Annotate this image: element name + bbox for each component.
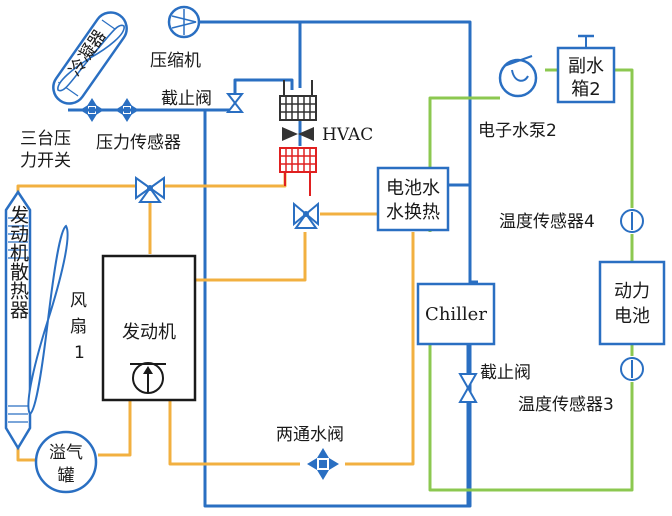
- three-stage-pressure-switch: 三台压 力开关: [20, 98, 104, 171]
- coolant-line-pump-to-tank: [98, 400, 132, 457]
- hvac-unit: HVAC: [279, 80, 373, 196]
- battery-heat-exchanger-box: [376, 166, 450, 232]
- chiller-box: [416, 282, 496, 346]
- shutoff-valve-top-label: 截止阀: [161, 89, 212, 109]
- compressor: 压缩机: [150, 5, 201, 71]
- chiller-label: Chiller: [425, 304, 487, 325]
- pressure-switch-icon: [80, 98, 104, 122]
- refrigerant-loop: [68, 20, 478, 508]
- shutoff-valve-top: 截止阀: [161, 89, 245, 113]
- power-battery-label-line1: 动力: [614, 281, 650, 302]
- condenser: 冷凝器: [52, 11, 128, 105]
- overflow-tank-label-line2: 罐: [58, 466, 75, 486]
- engine-radiator: 发动机散热器: [4, 189, 32, 451]
- fan-1-label-line3: 1: [74, 343, 85, 363]
- pressure-sensor-icon: [115, 98, 139, 122]
- fan-1-icon: [27, 224, 69, 416]
- three-way-valve-hvac: [293, 201, 319, 229]
- shutoff-valve-top-icon: [225, 93, 245, 113]
- three-way-valve-top: [135, 176, 165, 203]
- temperature-sensor-3: 温度传感器3: [518, 357, 644, 415]
- engine: 发动机: [101, 254, 197, 402]
- battery-heat-exchanger-label-line2: 水换热: [386, 202, 440, 223]
- pressure-sensor: 压力传感器: [96, 98, 181, 153]
- overflow-tank: 溢气 罐: [34, 430, 98, 494]
- power-battery-box: [598, 260, 666, 346]
- pressure-switch-label-line2: 力开关: [20, 151, 71, 171]
- pressure-sensor-label: 压力传感器: [96, 133, 181, 153]
- temperature-sensor-4-label: 温度传感器4: [499, 212, 595, 232]
- shutoff-valve-bottom: 截止阀: [458, 363, 531, 403]
- aux-water-tank-2-box: [556, 46, 616, 104]
- three-way-valve-top-icon: [135, 176, 152, 200]
- pressure-switch-label-line1: 三台压: [20, 129, 71, 149]
- refrigerant-line-valve: [68, 78, 294, 112]
- overflow-tank-label-line1: 溢气: [49, 443, 83, 463]
- coolant-line-hx-to-two-way: [345, 232, 415, 466]
- battery-line-tank-to-sensor4: [612, 68, 634, 208]
- two-way-water-valve-icon: [307, 448, 339, 480]
- power-battery-label-line2: 电池: [614, 306, 650, 327]
- hvac-heater-core-icon: [279, 147, 317, 196]
- battery-heat-exchanger-label-line1: 电池水: [386, 178, 440, 199]
- engine-label: 发动机: [122, 322, 176, 343]
- electric-pump-2-label: 电子水泵2: [478, 121, 557, 141]
- coolant-line-top: [16, 184, 135, 192]
- two-way-water-valve: 两通水阀: [276, 425, 344, 480]
- hvac-label: HVAC: [322, 125, 373, 145]
- two-way-water-valve-label: 两通水阀: [276, 425, 344, 445]
- aux-water-tank-2-label-line1: 副水: [568, 56, 604, 77]
- fan-1-label-line1: 风: [70, 291, 87, 311]
- hvac-blower-icon: [282, 127, 314, 141]
- compressor-label: 压缩机: [150, 51, 201, 71]
- power-battery: 动力 电池: [598, 260, 666, 346]
- electric-pump-2: 电子水泵2: [478, 55, 557, 141]
- temperature-sensor-4: 温度传感器4: [499, 209, 644, 233]
- three-way-valve-hvac-icon: [293, 201, 308, 227]
- coolant-line-engine-to-valve: [195, 232, 307, 282]
- coolant-line-bottom: [168, 400, 300, 466]
- hvac-evaporator-icon: [279, 80, 317, 121]
- refrigerant-line-outer: [180, 20, 472, 508]
- condenser-fan-icon: [57, 24, 125, 92]
- coolant-line-top-right: [165, 170, 287, 188]
- battery-line-sensor3-to-bottom: [428, 345, 634, 492]
- aux-water-tank-2-label-line2: 箱2: [571, 79, 600, 100]
- aux-water-tank-2: 副水 箱2: [556, 34, 616, 104]
- shutoff-valve-bottom-label: 截止阀: [480, 363, 531, 383]
- coolant-line-radiator-to-tank: [16, 448, 36, 462]
- fan-1-label-line2: 扇: [70, 317, 87, 337]
- chiller: Chiller: [416, 282, 496, 346]
- engine-water-pump-icon: [130, 362, 166, 394]
- battery-heat-exchanger: 电池水 水换热: [376, 166, 450, 232]
- temperature-sensor-3-label: 温度传感器3: [518, 395, 614, 415]
- fan-1: 风 扇 1: [27, 224, 87, 416]
- engine-radiator-body: [4, 189, 32, 451]
- engine-radiator-label: 发动机散热器: [7, 205, 29, 319]
- overflow-tank-icon: [34, 430, 98, 494]
- shutoff-valve-bottom-icon: [458, 373, 478, 403]
